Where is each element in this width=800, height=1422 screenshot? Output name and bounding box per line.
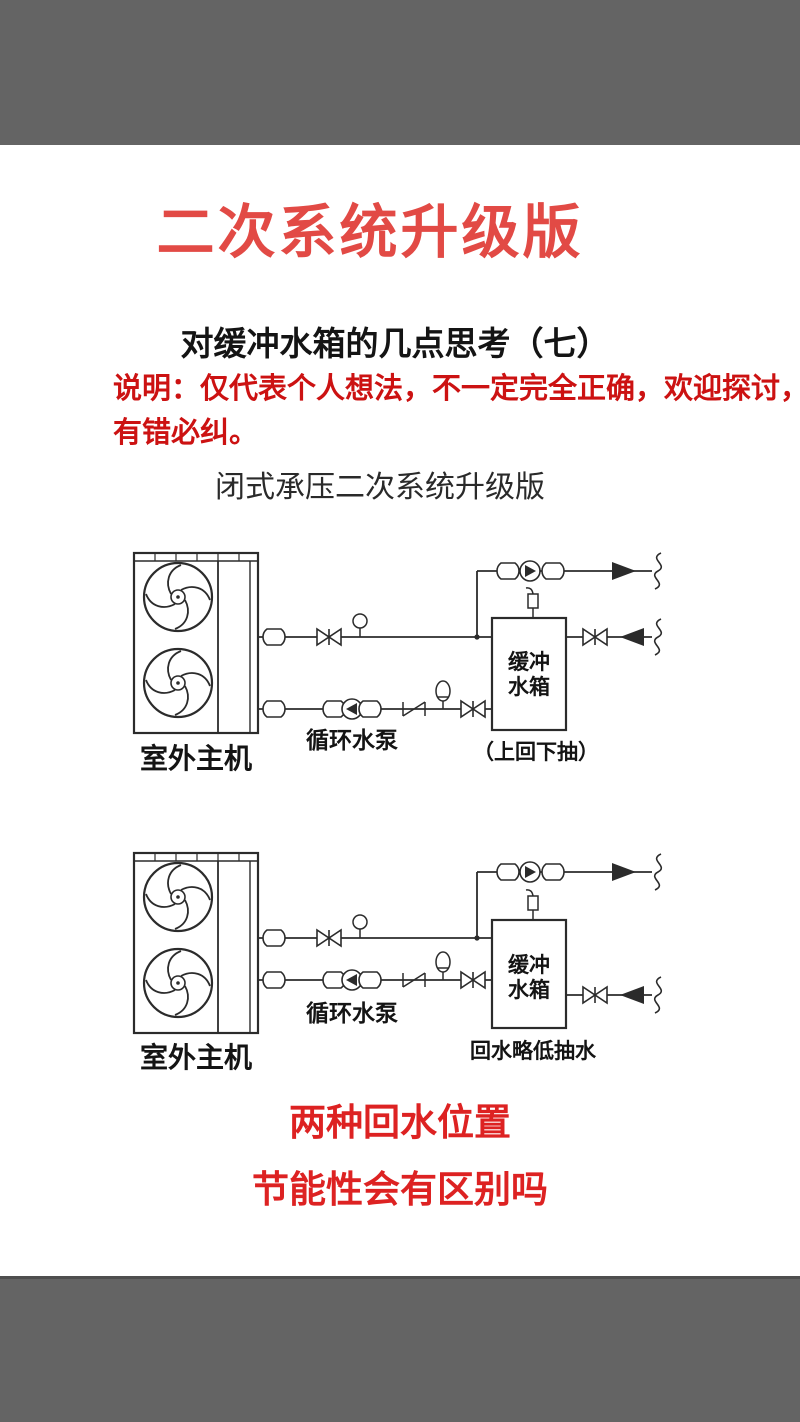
outdoor-unit-1-label: 室外主机: [139, 744, 253, 775]
flexible-joint-icon: [358, 971, 382, 989]
flow-arrow-supply-icon: [612, 562, 636, 580]
circulation-pump-2-label: 循环水泵: [306, 1001, 398, 1026]
secondary-pump-icon: [519, 560, 541, 582]
buffer-tank-1-label: 缓冲 水箱: [508, 650, 550, 700]
gate-valve-icon: [316, 628, 342, 646]
flexible-joint-icon: [541, 562, 565, 580]
top-letterbox-bar: [0, 0, 800, 145]
gate-valve-icon: [460, 971, 486, 989]
flexible-joint-icon: [358, 700, 382, 718]
flow-arrow-return-icon: [620, 628, 644, 646]
pipe-break-icon: [653, 976, 663, 1014]
buffer-tank-2: [490, 918, 568, 1030]
circulation-pump-1-label: 循环水泵: [306, 728, 398, 753]
diagram-1-note: （上回下抽）: [473, 740, 599, 764]
pipe-junction-dot: [474, 935, 480, 941]
flexible-joint-icon: [262, 700, 286, 718]
footer-question-line-2: 节能性会有区别吗: [252, 1169, 548, 1210]
outdoor-unit-2: [134, 853, 258, 1033]
disclaimer-note: 说明：仅代表个人想法，不一定完全正确，欢迎探讨， 有错必纠。: [113, 367, 800, 455]
gate-valve-icon: [582, 628, 608, 646]
expansion-tank-icon: [435, 680, 451, 710]
gate-valve-icon: [582, 986, 608, 1004]
bottom-letterbox-bar: [0, 1276, 800, 1422]
pressure-gauge-icon: [352, 914, 368, 939]
air-vent-icon: [525, 587, 539, 619]
flexible-joint-icon: [262, 971, 286, 989]
pipe-break-icon: [653, 853, 663, 891]
expansion-tank-icon: [435, 951, 451, 981]
pipe-junction-dot: [474, 634, 480, 640]
page-subtitle: 对缓冲水箱的几点思考（七）: [180, 325, 610, 362]
flexible-joint-icon: [496, 562, 520, 580]
disclaimer-line-2: 有错必纠。: [113, 417, 259, 449]
gate-valve-icon: [460, 700, 486, 718]
buffer-tank-2-label-line1: 缓冲: [508, 953, 550, 977]
flexible-joint-icon: [262, 628, 286, 646]
footer-question-line-1: 两种回水位置: [289, 1102, 511, 1143]
diagram-caption: 闭式承压二次系统升级版: [215, 471, 545, 504]
pipe-break-icon: [653, 618, 663, 656]
flow-arrow-return-icon: [620, 986, 644, 1004]
pipe-break-icon: [653, 552, 663, 590]
gate-valve-icon: [316, 929, 342, 947]
buffer-tank-1-label-line1: 缓冲: [508, 650, 550, 674]
flow-arrow-supply-icon: [612, 863, 636, 881]
outdoor-unit-1: [134, 553, 258, 733]
flexible-joint-icon: [262, 929, 286, 947]
page-title: 二次系统升级版: [156, 200, 584, 265]
outdoor-unit-2-label: 室外主机: [139, 1043, 253, 1074]
buffer-tank-1: [490, 616, 568, 732]
secondary-pump-icon: [519, 861, 541, 883]
air-vent-icon: [525, 889, 539, 921]
disclaimer-line-1: 说明：仅代表个人想法，不一定完全正确，欢迎探讨，: [113, 373, 800, 405]
diagram-2-note: 回水略低抽水: [470, 1039, 596, 1063]
flexible-joint-icon: [496, 863, 520, 881]
buffer-tank-1-label-line2: 水箱: [508, 675, 550, 699]
flexible-joint-icon: [541, 863, 565, 881]
buffer-tank-2-label-line2: 水箱: [508, 978, 550, 1002]
pressure-gauge-icon: [352, 613, 368, 638]
buffer-tank-2-label: 缓冲 水箱: [508, 953, 550, 1003]
